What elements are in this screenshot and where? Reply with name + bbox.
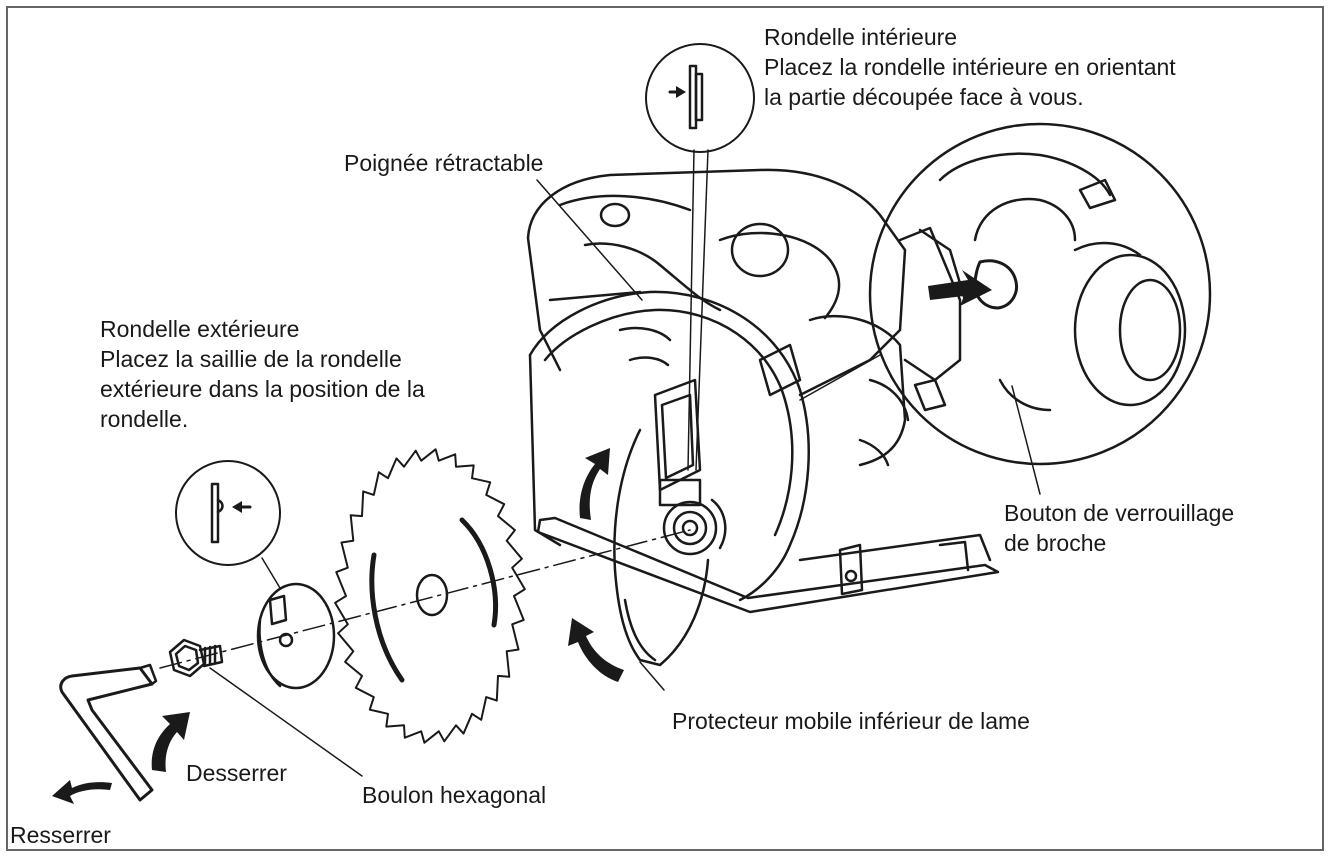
spindle-lock-line1: Bouton de verrouillage bbox=[1004, 500, 1235, 526]
upper-blade-guard bbox=[528, 290, 810, 602]
tighten-arrow bbox=[52, 780, 112, 804]
outer-washer-line1: Placez la saillie de la rondelle bbox=[100, 346, 402, 372]
inner-washer-callout bbox=[645, 43, 755, 153]
inner-washer-line2: la partie découpée face à vous. bbox=[764, 84, 1084, 110]
lower-guard-label: Protecteur mobile inférieur de lame bbox=[672, 708, 1030, 734]
lower-blade-guard bbox=[613, 428, 710, 667]
outer-washer-line3: rondelle. bbox=[100, 406, 189, 432]
diagram-frame bbox=[6, 6, 1324, 851]
lock-push-arrow bbox=[928, 270, 992, 306]
hex-key bbox=[59, 663, 158, 802]
loosen-arrow bbox=[151, 712, 190, 772]
saw-blade bbox=[334, 448, 526, 744]
outer-washer-label: Rondelle extérieure Placez la saillie de… bbox=[100, 314, 425, 434]
base-plate bbox=[536, 516, 1000, 614]
spindle-lock-line2: de broche bbox=[1004, 530, 1107, 556]
tighten-label: Resserrer bbox=[10, 822, 111, 848]
leader-lines bbox=[209, 149, 1041, 777]
inner-washer-label: Rondelle intérieure Placez la rondelle i… bbox=[764, 22, 1176, 112]
hex-bolt-part bbox=[168, 638, 224, 678]
outer-washer-title: Rondelle extérieure bbox=[100, 316, 300, 342]
outer-washer-line2: extérieure dans la position de la bbox=[100, 376, 425, 402]
spindle-assembly bbox=[662, 498, 727, 556]
retractable-handle-label: Poignée rétractable bbox=[344, 150, 544, 176]
action-arrows bbox=[52, 448, 624, 804]
blade-axis-line bbox=[159, 529, 691, 669]
saw-body bbox=[526, 168, 910, 467]
loosen-label: Desserrer bbox=[186, 760, 287, 786]
spindle-lock-callout bbox=[868, 122, 1212, 466]
hex-bolt-label: Boulon hexagonal bbox=[362, 782, 547, 808]
guard-arrow bbox=[568, 618, 624, 682]
outer-washer-part bbox=[256, 582, 336, 690]
retractable-handle-part bbox=[653, 378, 702, 492]
handle-up-arrow bbox=[579, 448, 610, 520]
outer-washer-callout bbox=[175, 460, 281, 566]
inner-washer-title: Rondelle intérieure bbox=[764, 24, 958, 50]
inner-washer-line1: Placez la rondelle intérieure en orienta… bbox=[764, 54, 1176, 80]
spindle-lock-label: Bouton de verrouillage de broche bbox=[1004, 498, 1234, 558]
